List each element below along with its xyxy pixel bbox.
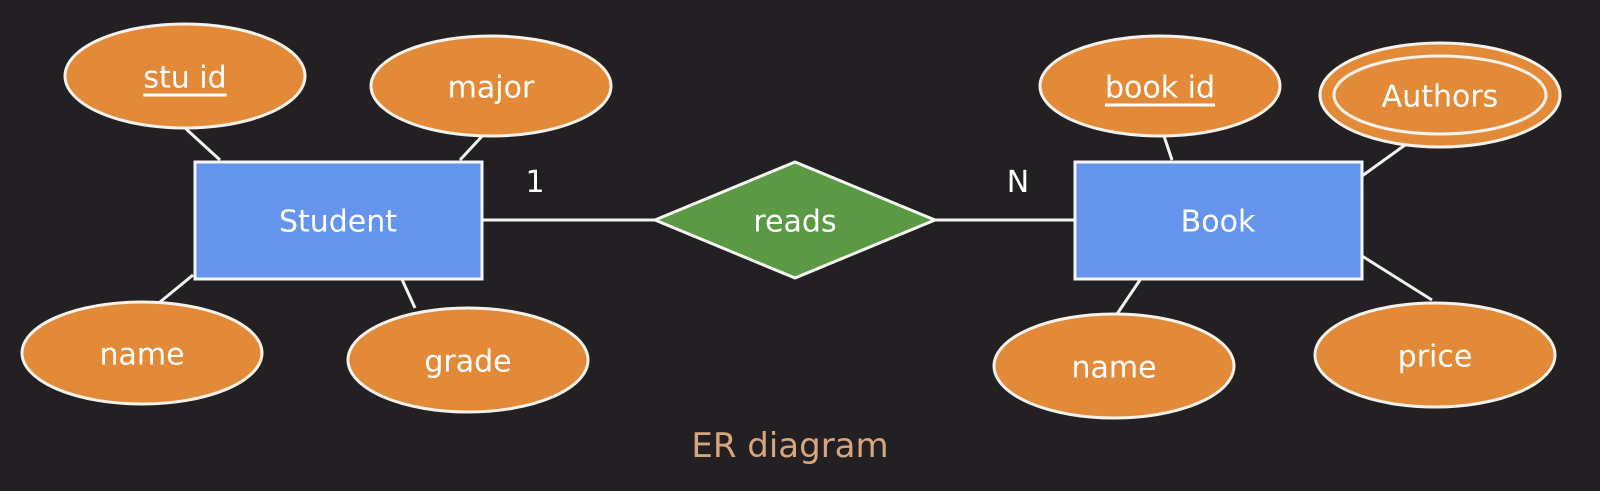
line-book-price [1361, 254, 1433, 302]
line-book-authors [1361, 143, 1406, 178]
attribute-student-name: name [20, 300, 264, 406]
cardinality-book: N [1007, 165, 1029, 200]
entity-book-label: Book [1181, 205, 1256, 240]
entity-student-label: Student [279, 205, 397, 240]
attribute-book-id: book id [1038, 34, 1282, 138]
line-book-name [1115, 279, 1142, 315]
relationship-reads: reads [651, 160, 939, 280]
attribute-price-label: price [1398, 340, 1473, 375]
attribute-authors-label: Authors [1382, 80, 1499, 115]
attribute-book-name-label: name [1071, 351, 1156, 386]
attribute-book-name: name [992, 312, 1236, 420]
line-student-major [458, 131, 487, 162]
line-student-name [159, 273, 194, 304]
cardinality-student: 1 [525, 165, 544, 200]
attribute-major-label: major [448, 71, 535, 106]
attribute-student-name-label: name [99, 338, 184, 373]
line-student-stuid [183, 126, 222, 162]
attribute-stu-id-label: stu id [143, 61, 226, 96]
attribute-authors: Authors [1318, 41, 1562, 149]
diagram-caption: ER diagram [691, 426, 888, 466]
attribute-grade: grade [346, 306, 590, 414]
attribute-major: major [369, 34, 613, 138]
attribute-price: price [1313, 301, 1557, 409]
attribute-grade-label: grade [424, 345, 511, 380]
entity-student: Student [193, 160, 484, 281]
line-book-bookid [1161, 132, 1174, 161]
attribute-stu-id: stu id [63, 22, 307, 130]
attribute-book-id-label: book id [1105, 71, 1215, 106]
connector-lines [159, 126, 1433, 315]
relationship-reads-label: reads [753, 205, 836, 240]
entity-book: Book [1073, 160, 1364, 281]
